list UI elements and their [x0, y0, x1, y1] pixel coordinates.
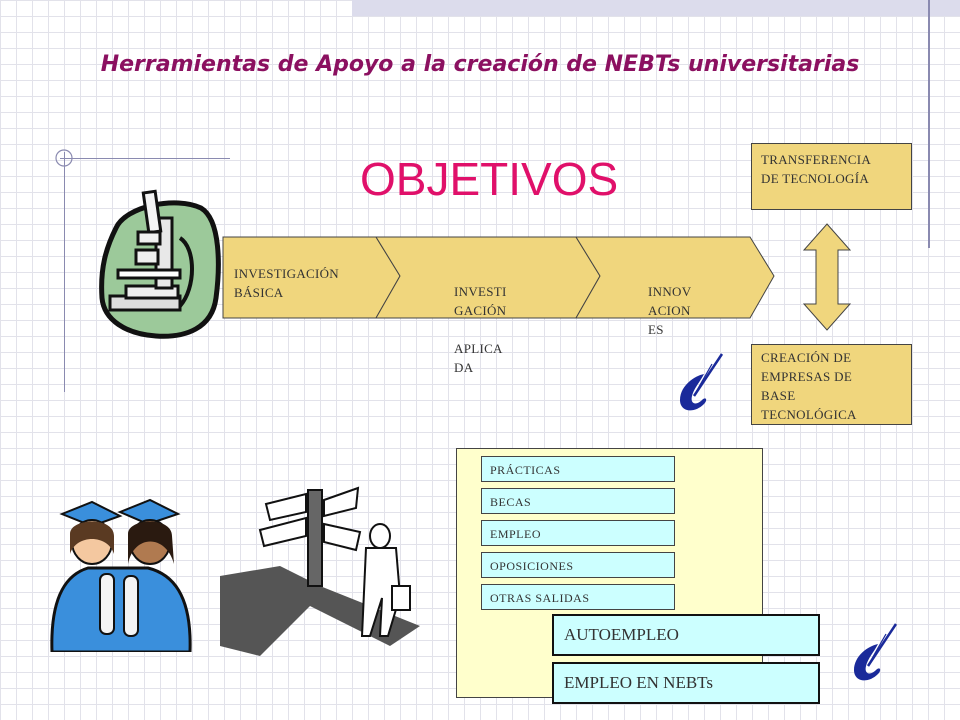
divider-horizontal — [60, 158, 230, 159]
checkmark-logo-icon — [680, 353, 724, 411]
objetivos-heading: OBJETIVOS — [360, 153, 619, 205]
header-band — [352, 0, 960, 16]
transferencia-box: TRANSFERENCIA DE TECNOLOGÍA — [751, 143, 912, 210]
flow-arrows — [222, 236, 775, 319]
crossroads-signpost-icon — [220, 486, 420, 656]
page-title: Herramientas de Apoyo a la creación de N… — [100, 52, 860, 77]
checkmark-logo-icon-bottom — [854, 623, 898, 681]
empleo-nebts-box: EMPLEO EN NEBTs — [552, 662, 820, 704]
list-item-oposiciones: OPOSICIONES — [481, 552, 675, 578]
flow-arrow-innovaciones — [575, 236, 775, 319]
corner-circle-icon — [55, 149, 73, 167]
autoempleo-box: AUTOEMPLEO — [552, 614, 820, 656]
double-arrow-icon — [802, 223, 852, 331]
list-item-practicas: PRÁCTICAS — [481, 456, 675, 482]
list-item-becas: BECAS — [481, 488, 675, 514]
creacion-empresas-box: CREACIÓN DE EMPRESAS DE BASE TECNOLÓGICA — [751, 344, 912, 425]
divider-vertical-left — [64, 152, 65, 392]
list-item-empleo: EMPLEO — [481, 520, 675, 546]
divider-vertical — [928, 0, 930, 248]
list-item-otras-salidas: OTRAS SALIDAS — [481, 584, 675, 610]
microscope-icon — [99, 189, 221, 339]
graduates-icon — [50, 498, 192, 652]
